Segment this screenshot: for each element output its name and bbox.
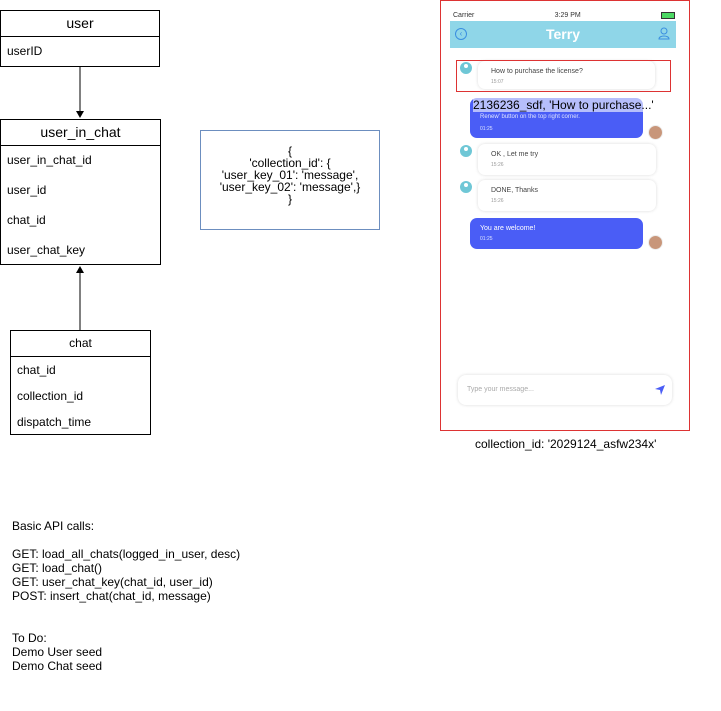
message-text: Renew' button on the top right corner. xyxy=(480,114,580,120)
message-input[interactable]: Type your message... xyxy=(458,375,672,405)
message-time: 15:26 xyxy=(491,162,504,168)
entity-chat: chat chat_id collection_id dispatch_time xyxy=(10,330,151,435)
message-incoming: OK , Let me try 15:26 xyxy=(478,144,656,175)
message-time: 01:25 xyxy=(480,126,493,132)
entity-chat-field: chat_id xyxy=(17,363,56,377)
message-time: 15:26 xyxy=(491,198,504,204)
message-time: 01:25 xyxy=(480,236,493,242)
contact-avatar xyxy=(460,62,472,74)
send-icon[interactable] xyxy=(655,385,665,395)
message-input-placeholder: Type your message... xyxy=(467,386,534,393)
todo-title: To Do: xyxy=(12,631,47,645)
message-text: DONE, Thanks xyxy=(491,187,538,194)
message-text: You are welcome! xyxy=(480,225,536,232)
message-text: How to purchase the license? xyxy=(491,68,583,75)
message-outgoing: You are welcome! 01:25 xyxy=(470,218,643,249)
note-line: 'user_key_02': 'message',} xyxy=(219,180,361,194)
todo-notes: To Do: Demo User seed Demo Chat seed xyxy=(12,631,102,673)
api-call: GET: user_chat_key(chat_id, user_id) xyxy=(12,575,213,589)
status-time: 3:29 PM xyxy=(554,12,581,19)
note-line: { xyxy=(287,144,292,158)
connector-arrows xyxy=(76,67,84,330)
user-avatar xyxy=(648,235,663,250)
arrowhead-up xyxy=(76,266,84,273)
contact-avatar xyxy=(460,145,472,157)
overlay-label: 2136236_sdf, 'How to purchase...' xyxy=(473,98,654,112)
api-notes: Basic API calls: GET: load_all_chats(log… xyxy=(12,519,240,603)
collection-id-label: collection_id: '2029124_asfw234x' xyxy=(475,437,657,451)
entity-user: user userID xyxy=(0,10,160,67)
entity-chat-field: collection_id xyxy=(17,389,84,403)
entity-user-in-chat-title: user_in_chat xyxy=(1,120,160,146)
entity-user-in-chat-field: chat_id xyxy=(7,213,46,227)
message-time: 15:07 xyxy=(491,79,504,85)
api-call: POST: insert_chat(chat_id, message) xyxy=(12,589,211,603)
contact-avatar xyxy=(460,181,472,193)
highlight-box xyxy=(456,60,671,92)
note-line: 'collection_id': { xyxy=(249,156,331,170)
entity-user-in-chat-field: user_id xyxy=(7,183,47,197)
note-line: 'user_key_01': 'message', xyxy=(221,168,359,182)
api-call: GET: load_all_chats(logged_in_user, desc… xyxy=(12,547,241,561)
back-icon[interactable]: ‹ xyxy=(455,28,467,40)
collection-note: { 'collection_id': { 'user_key_01': 'mes… xyxy=(200,130,380,230)
chat-header: ‹ Terry xyxy=(450,21,676,48)
message-incoming: How to purchase the license? 15:07 xyxy=(478,61,655,89)
user-avatar xyxy=(648,125,663,140)
message-incoming: DONE, Thanks 15:26 xyxy=(478,180,656,211)
arrowhead-down xyxy=(76,111,84,118)
entity-chat-title: chat xyxy=(11,331,150,357)
api-call: GET: load_chat() xyxy=(12,561,103,575)
entity-chat-field: dispatch_time xyxy=(17,415,92,429)
entity-user-in-chat-field: user_in_chat_id xyxy=(7,153,92,167)
carrier-label: Carrier xyxy=(453,12,475,19)
api-title: Basic API calls: xyxy=(12,519,95,533)
profile-icon[interactable] xyxy=(658,27,670,40)
entity-user-title: user xyxy=(1,11,159,37)
entity-user-in-chat-field: user_chat_key xyxy=(7,243,86,257)
battery-icon xyxy=(661,12,675,19)
chat-title: Terry xyxy=(546,26,580,42)
todo-item: Demo User seed xyxy=(12,645,103,659)
status-bar: Carrier 3:29 PM xyxy=(453,12,675,19)
entity-user-field: userID xyxy=(7,44,43,58)
entity-user-in-chat: user_in_chat user_in_chat_id user_id cha… xyxy=(0,119,161,265)
note-line: } xyxy=(287,192,292,206)
todo-item: Demo Chat seed xyxy=(12,659,103,673)
phone-mockup: Carrier 3:29 PM ‹ Terry How to purchase … xyxy=(440,0,690,431)
message-text: OK , Let me try xyxy=(491,151,539,158)
